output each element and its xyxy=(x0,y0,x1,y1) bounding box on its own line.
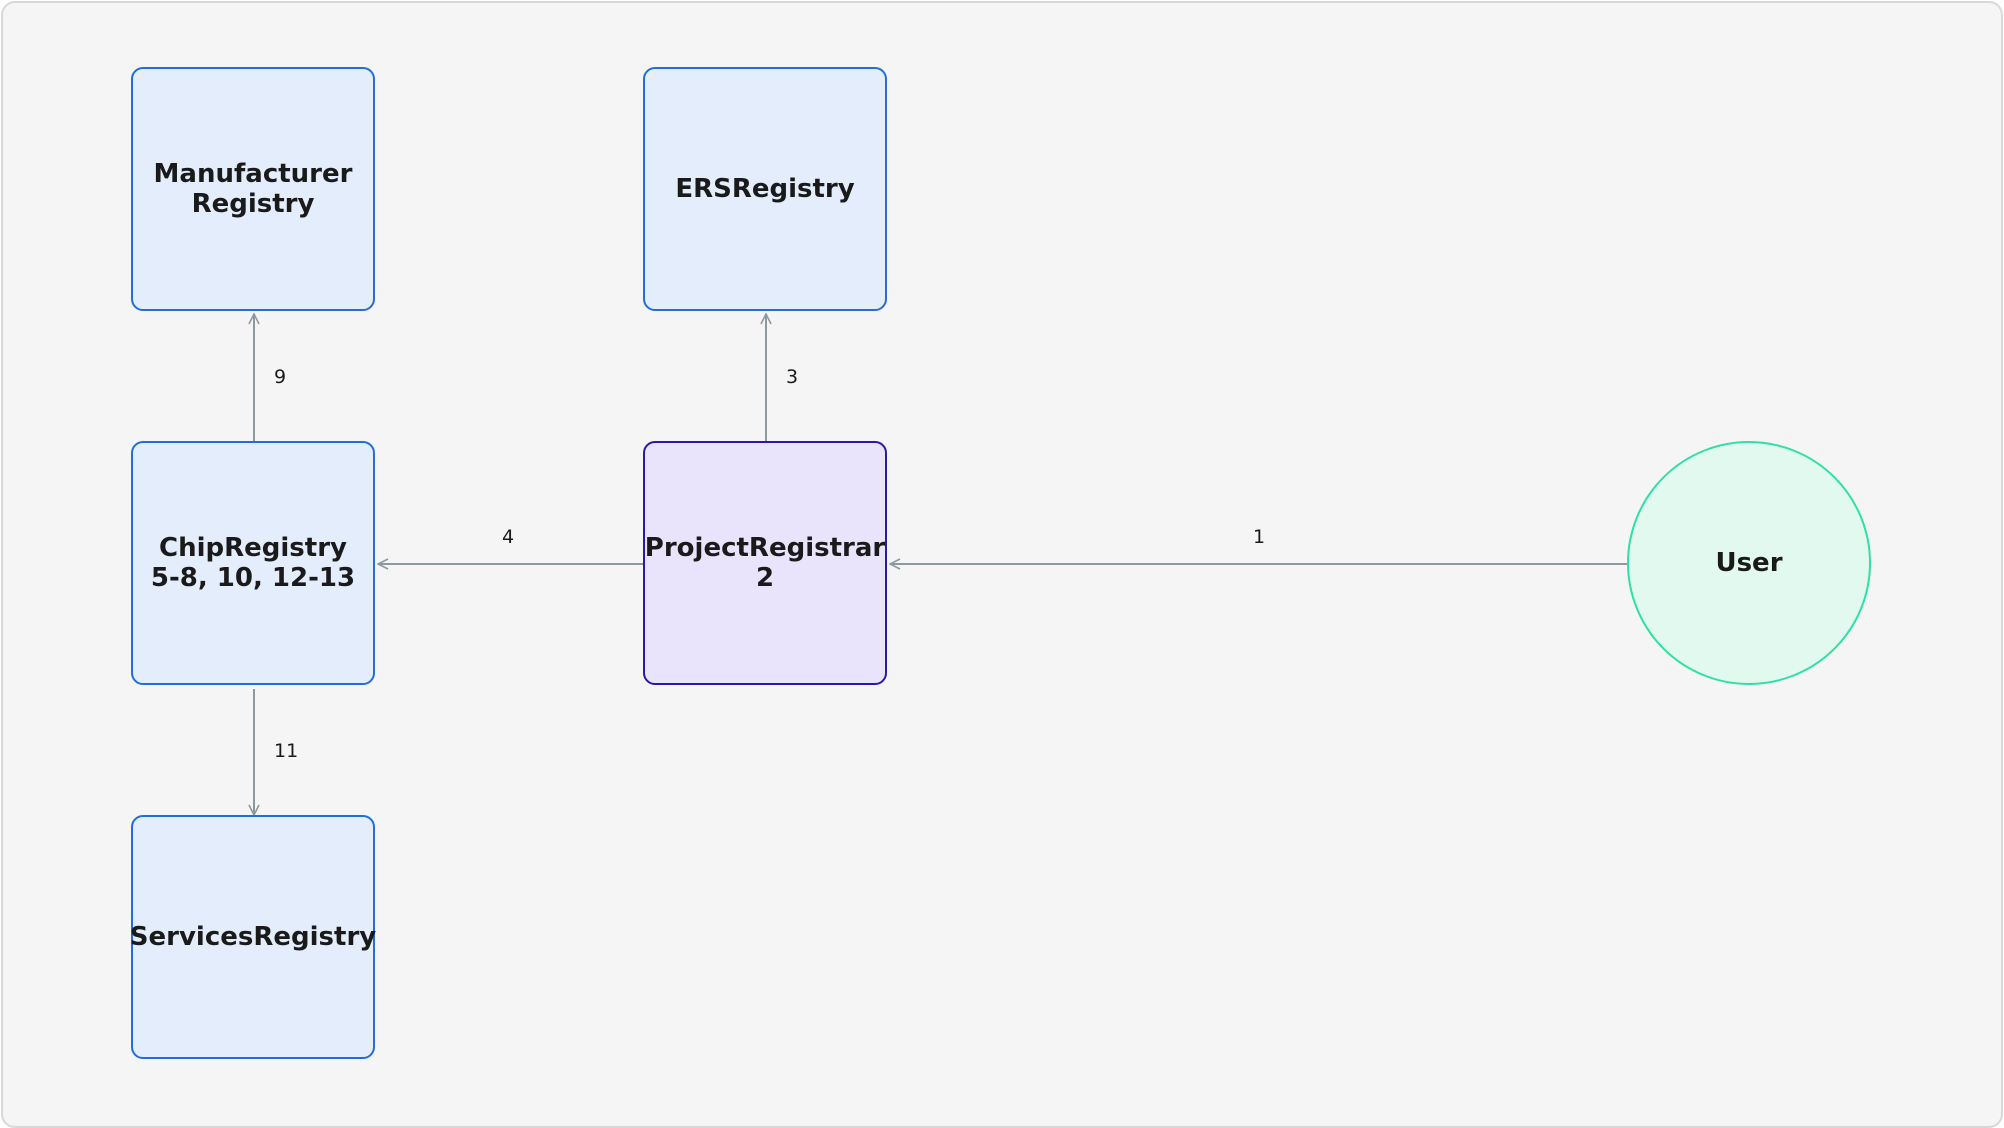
user-node[interactable]: User xyxy=(1627,441,1871,685)
node-label: Registry xyxy=(191,189,315,219)
edge-label-1: 1 xyxy=(1253,526,1266,548)
node-label: ServicesRegistry xyxy=(129,922,377,952)
node-label: User xyxy=(1715,548,1783,578)
edge-label-11: 11 xyxy=(274,740,299,762)
services-registry-node[interactable]: ServicesRegistry xyxy=(129,815,377,1059)
node-label: ProjectRegistrar xyxy=(644,533,886,563)
node-label: Manufacturer xyxy=(153,159,353,189)
ers-registry-node[interactable]: ERSRegistry xyxy=(643,67,887,311)
chip-registry-node[interactable]: ChipRegistry 5-8, 10, 12-13 xyxy=(131,441,375,685)
node-sublabel: 5-8, 10, 12-13 xyxy=(150,563,356,593)
edge-label-3: 3 xyxy=(786,366,799,388)
edge-label-9: 9 xyxy=(274,366,287,388)
project-registrar-node[interactable]: ProjectRegistrar 2 xyxy=(643,441,887,685)
node-sublabel: 2 xyxy=(755,563,775,593)
manufacturer-registry-node[interactable]: Manufacturer Registry xyxy=(131,67,375,311)
edge-label-4: 4 xyxy=(502,526,515,548)
node-label: ChipRegistry xyxy=(159,533,347,563)
node-label: ERSRegistry xyxy=(675,174,855,204)
